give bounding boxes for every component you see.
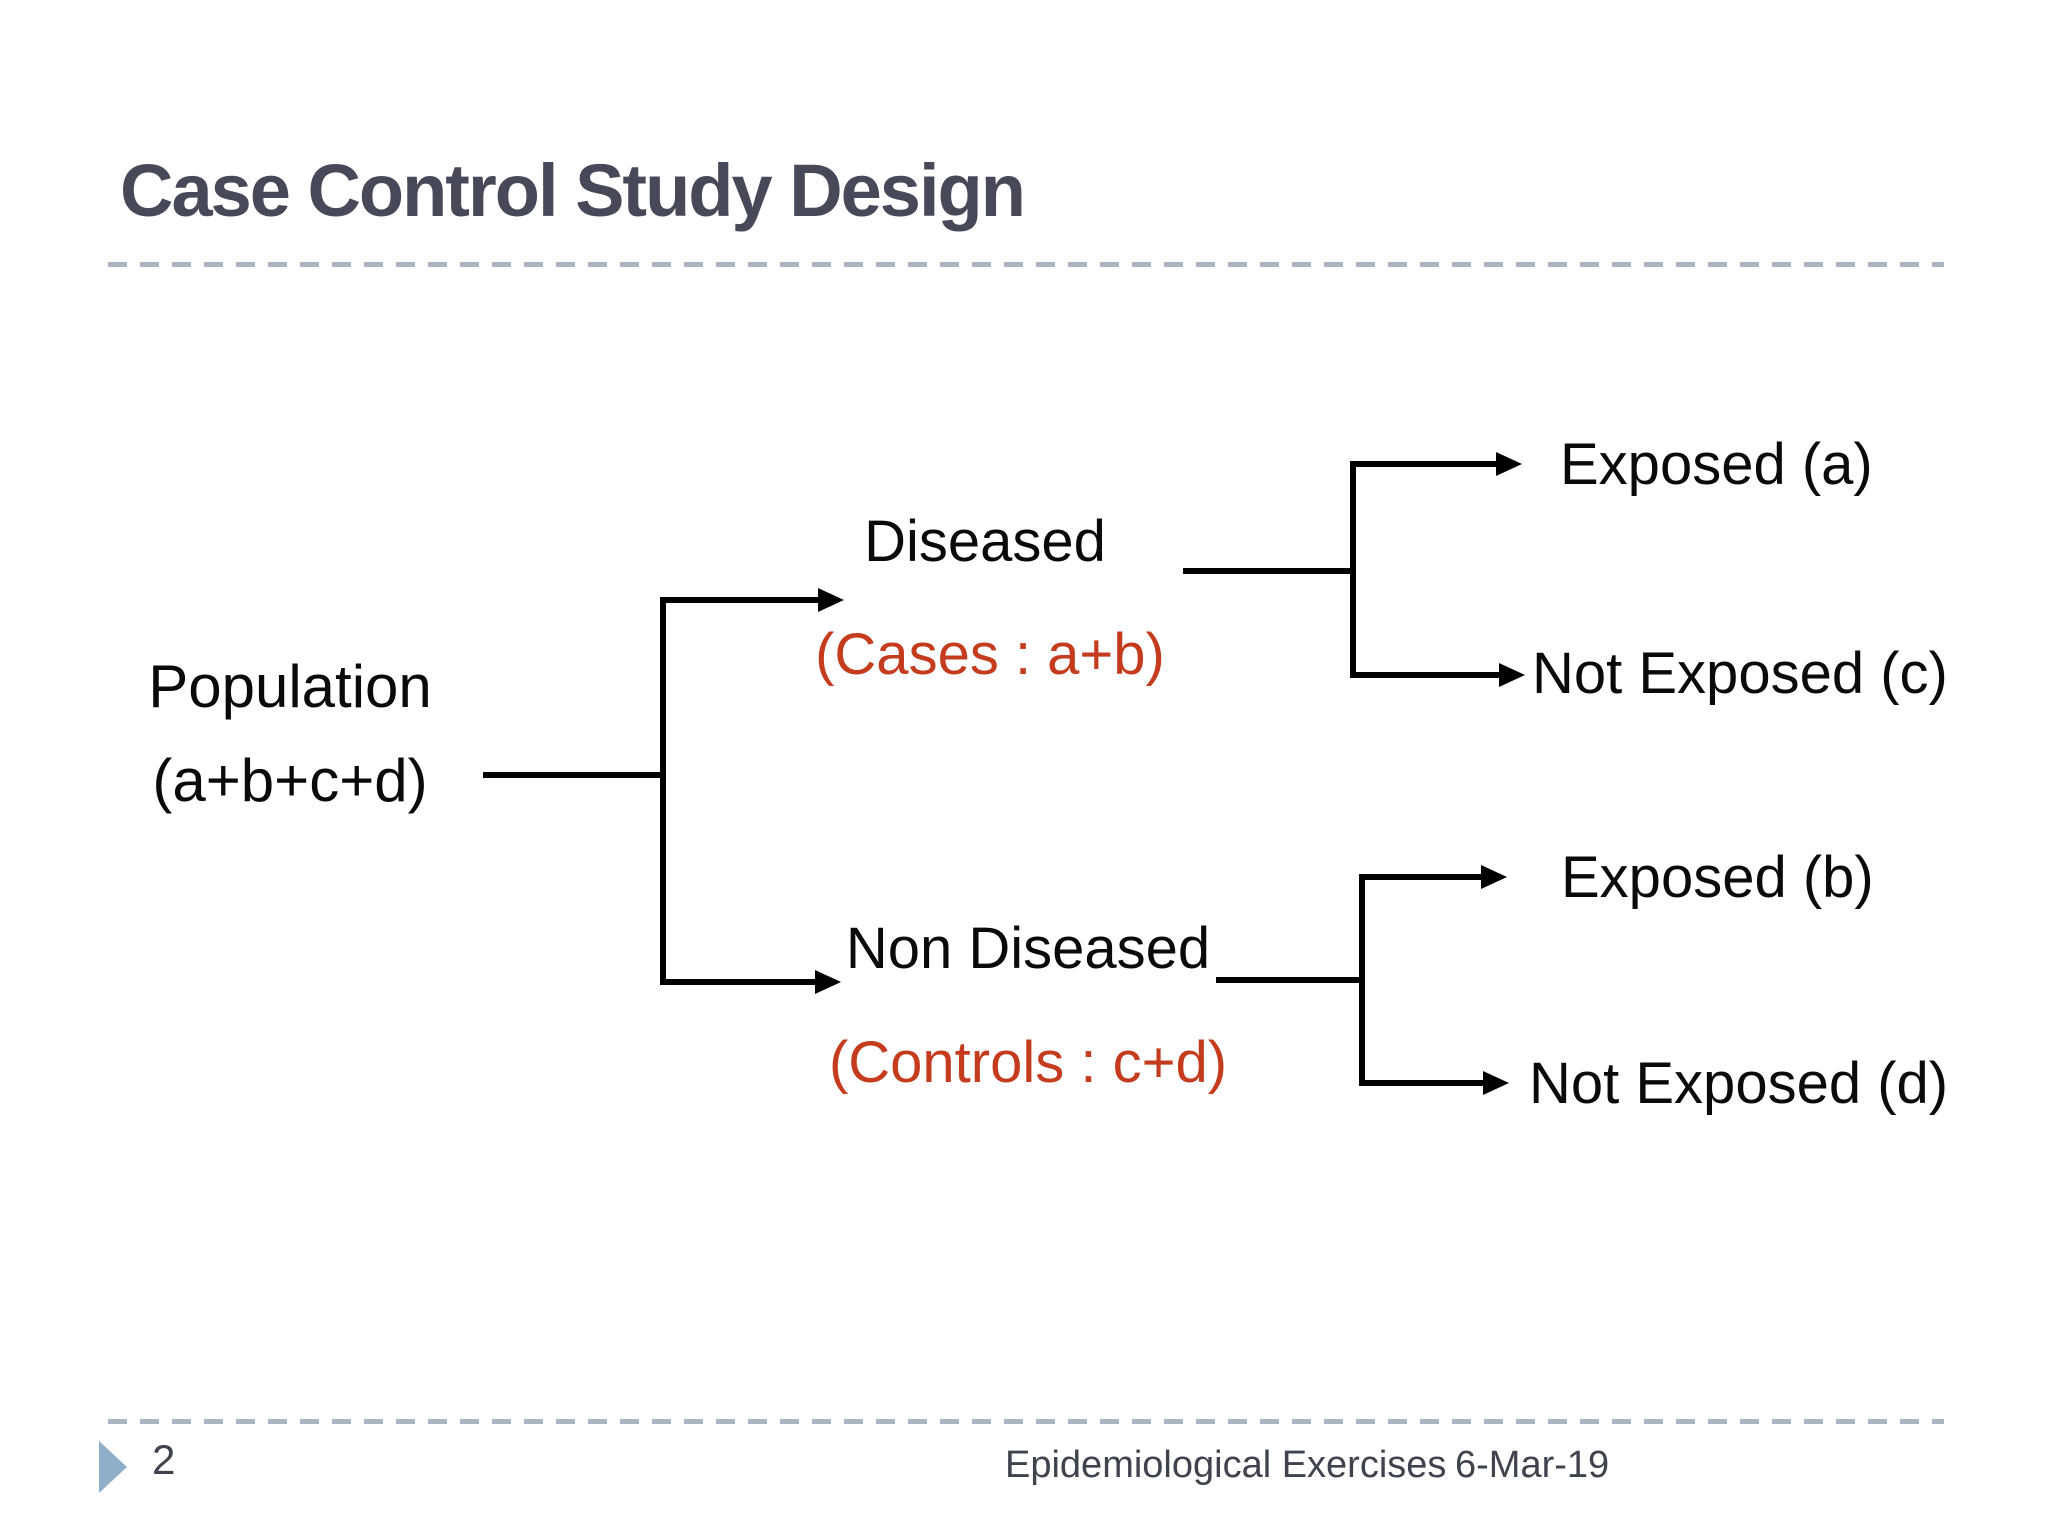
arrow-line-diseased xyxy=(660,597,818,603)
connector-population xyxy=(483,772,660,778)
leaf-not-exposed-d: Not Exposed (d) xyxy=(1529,1051,1949,1116)
arrow-line-non-diseased xyxy=(660,979,815,985)
spine-first-level xyxy=(660,597,666,985)
arrow-line-not-exposed-d xyxy=(1359,1080,1483,1086)
population-label: Population xyxy=(148,653,432,720)
arrowhead-not-exposed-d-icon xyxy=(1483,1071,1509,1095)
node-population: Population (a+b+c+d) xyxy=(95,640,485,828)
leaf-not-exposed-c: Not Exposed (c) xyxy=(1532,641,1948,706)
title-divider-dashed-rule xyxy=(108,262,1944,267)
footer-date: 6-Mar-19 xyxy=(1455,1444,1610,1486)
arrowhead-diseased-icon xyxy=(818,588,844,612)
arrow-line-not-exposed-c xyxy=(1350,672,1499,678)
spine-diseased-leaves xyxy=(1350,461,1356,678)
leaf-exposed-b: Exposed (b) xyxy=(1561,845,1874,910)
node-diseased-annotation: (Cases : a+b) xyxy=(815,622,1165,687)
arrowhead-exposed-b-icon xyxy=(1481,865,1507,889)
arrow-line-exposed-a xyxy=(1350,461,1496,467)
footer-divider-dashed-rule xyxy=(108,1419,1944,1424)
population-formula: (a+b+c+d) xyxy=(152,747,428,814)
spine-non-diseased-leaves xyxy=(1359,874,1365,1086)
node-non-diseased: Non Diseased xyxy=(845,916,1211,981)
connector-non-diseased-right xyxy=(1216,977,1365,983)
node-diseased: Diseased xyxy=(864,509,1106,574)
footer-title: Epidemiological Exercises xyxy=(1005,1444,1447,1486)
node-non-diseased-annotation: (Controls : c+d) xyxy=(828,1030,1228,1095)
leaf-exposed-a: Exposed (a) xyxy=(1560,432,1873,497)
page-number: 2 xyxy=(152,1436,176,1483)
arrowhead-exposed-a-icon xyxy=(1496,452,1522,476)
arrowhead-not-exposed-c-icon xyxy=(1499,663,1525,687)
arrowhead-non-diseased-icon xyxy=(815,970,841,994)
arrow-line-exposed-b xyxy=(1359,874,1481,880)
footer-triangle-icon xyxy=(99,1441,127,1493)
slide-title: Case Control Study Design xyxy=(120,149,1026,232)
connector-diseased-right xyxy=(1183,568,1356,574)
